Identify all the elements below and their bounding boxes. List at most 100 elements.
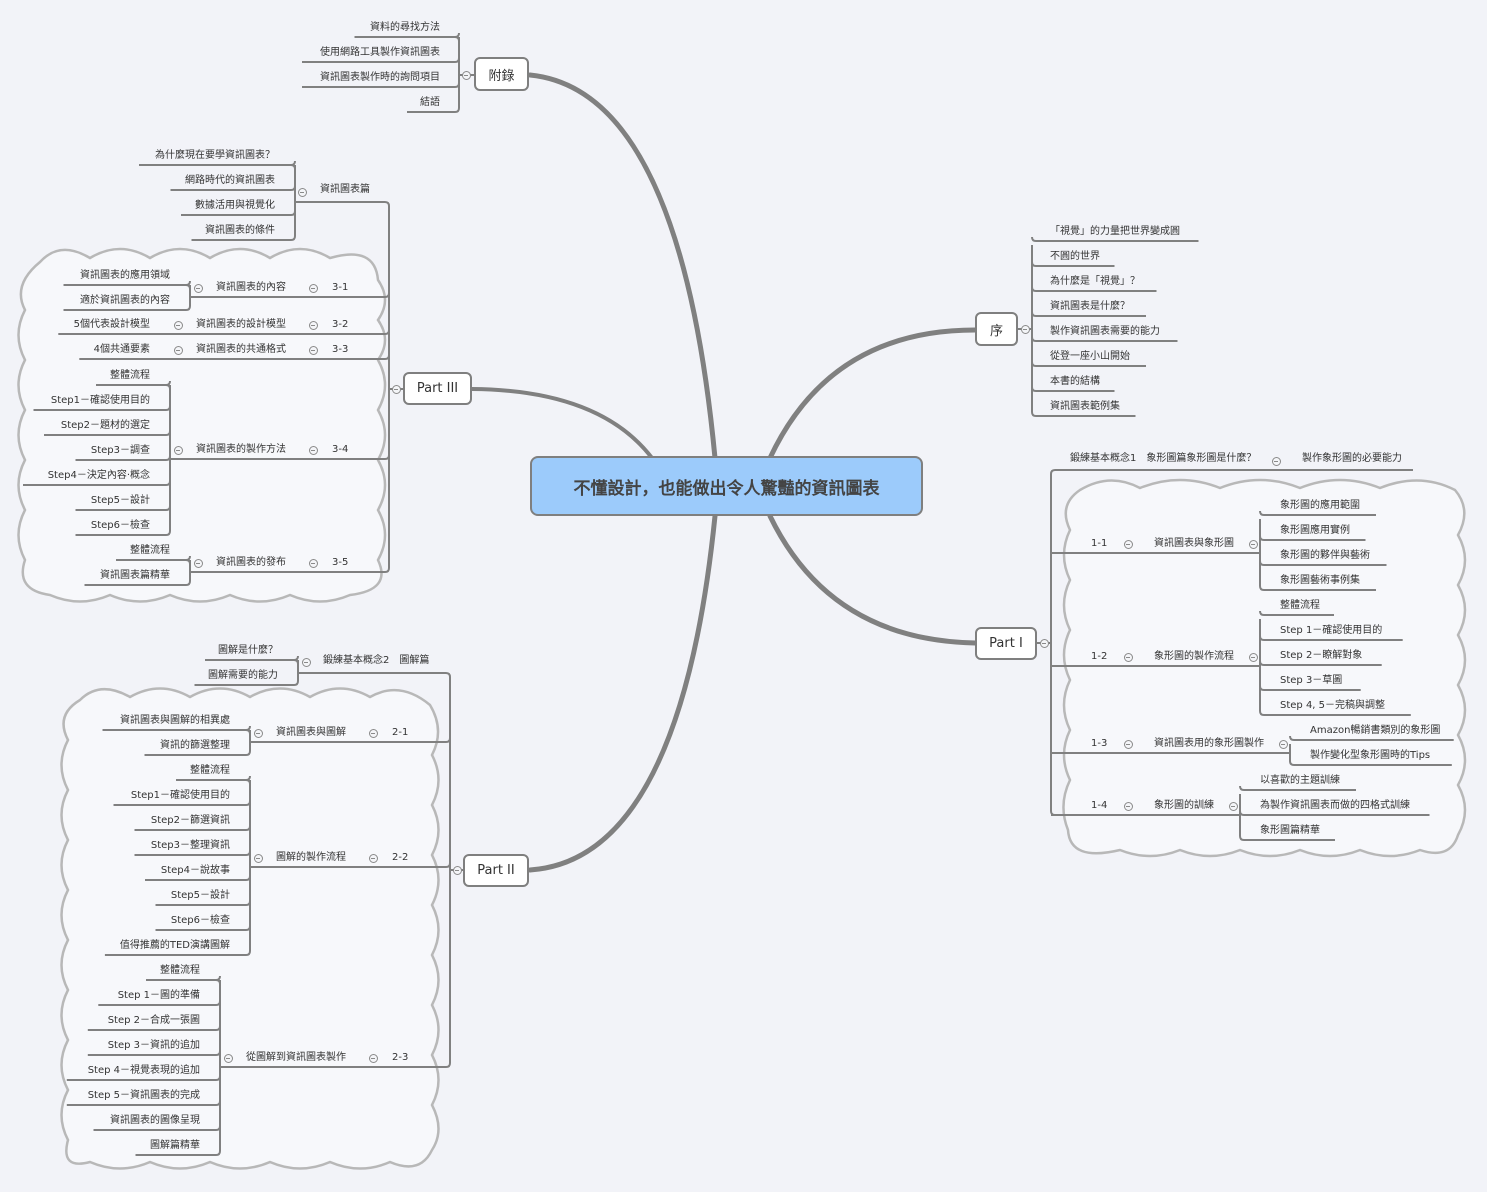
section-item[interactable]: 為製作資訊圖表而做的四格式訓練 [1260, 800, 1410, 811]
section-item[interactable]: Step2－題材的選定 [60, 420, 150, 431]
section-item[interactable]: 資訊圖表篇精華 [100, 570, 170, 581]
section-number[interactable]: 1-1 [1091, 538, 1108, 549]
preface-item[interactable]: 不圓的世界 [1050, 251, 1100, 262]
section-item[interactable]: Step5－設計 [170, 890, 230, 901]
section-item[interactable]: Step1－確認使用目的 [50, 395, 150, 406]
collapse-toggle-icon[interactable] [368, 853, 378, 863]
section-item[interactable]: 整體流程 [160, 965, 200, 976]
collapse-toggle-icon[interactable] [1278, 739, 1288, 749]
section-number[interactable]: 1-4 [1091, 800, 1108, 811]
section-item[interactable]: Step 5－資訊圖表的完成 [87, 1090, 200, 1101]
section-item[interactable]: Step4－說故事 [160, 865, 230, 876]
section-label[interactable]: 象形圖的製作流程 [1154, 651, 1234, 662]
section-item[interactable]: Amazon暢銷書類別的象形圖 [1310, 725, 1441, 736]
section-item[interactable]: 資訊的篩選整理 [160, 740, 230, 751]
section-item[interactable]: Step6－檢查 [170, 915, 230, 926]
section-number[interactable]: 2-1 [392, 727, 409, 738]
section-label[interactable]: 資訊圖表的內容 [216, 282, 286, 293]
collapse-toggle-icon[interactable] [1123, 739, 1133, 749]
preface-item[interactable]: 資訊圖表範例集 [1050, 401, 1120, 412]
topic-part3[interactable]: Part III [403, 372, 472, 405]
collapse-toggle-icon[interactable] [173, 445, 183, 455]
collapse-toggle-icon[interactable] [1020, 324, 1030, 334]
collapse-toggle-icon[interactable] [1123, 539, 1133, 549]
part1-intro-item[interactable]: 製作象形圖的必要能力 [1302, 453, 1402, 464]
part3-intro-item[interactable]: 為什麼現在要學資訊圖表？ [155, 150, 275, 161]
section-item[interactable]: Step6－檢查 [90, 520, 150, 531]
section-item[interactable]: Step3－整理資訊 [150, 840, 230, 851]
section-number[interactable]: 2-3 [392, 1052, 409, 1063]
preface-item[interactable]: 資訊圖表是什麼？ [1050, 301, 1130, 312]
section-item[interactable]: 象形圖藝術事例集 [1280, 575, 1360, 586]
section-item[interactable]: 圖解篇精華 [150, 1140, 200, 1151]
section-number[interactable]: 3-4 [332, 444, 349, 455]
collapse-toggle-icon[interactable] [173, 320, 183, 330]
part3-intro-item[interactable]: 網路時代的資訊圖表 [185, 175, 275, 186]
central-topic[interactable]: 不懂設計，也能做出令人驚豔的資訊圖表 [530, 456, 923, 516]
section-item[interactable]: Step 1－確認使用目的 [1280, 625, 1383, 636]
topic-part1[interactable]: Part I [975, 627, 1037, 660]
section-label[interactable]: 資訊圖表用的象形圖製作 [1154, 738, 1264, 749]
appendix-item[interactable]: 結語 [420, 97, 440, 108]
section-item[interactable]: 4個共通要素 [93, 344, 150, 355]
section-number[interactable]: 3-2 [332, 319, 349, 330]
appendix-item[interactable]: 資料的尋找方法 [370, 22, 440, 33]
collapse-toggle-icon[interactable] [308, 445, 318, 455]
section-item[interactable]: Step1－確認使用目的 [130, 790, 230, 801]
part3-intro-label[interactable]: 資訊圖表篇 [320, 184, 370, 195]
collapse-toggle-icon[interactable] [308, 558, 318, 568]
section-item[interactable]: 資訊圖表與圖解的相異處 [120, 715, 230, 726]
collapse-toggle-icon[interactable] [391, 384, 401, 394]
section-item[interactable]: Step 3－草圖 [1280, 675, 1343, 686]
section-item[interactable]: 整體流程 [130, 545, 170, 556]
section-item[interactable]: Step3－調查 [90, 445, 150, 456]
collapse-toggle-icon[interactable] [253, 728, 263, 738]
collapse-toggle-icon[interactable] [1123, 652, 1133, 662]
section-item[interactable]: 整體流程 [1280, 600, 1320, 611]
preface-item[interactable]: 本書的結構 [1050, 376, 1100, 387]
section-item[interactable]: Step 2－合成一張圖 [107, 1015, 200, 1026]
section-item[interactable]: Step 4－視覺表現的追加 [87, 1065, 200, 1076]
collapse-toggle-icon[interactable] [308, 320, 318, 330]
part3-intro-item[interactable]: 資訊圖表的條件 [205, 225, 275, 236]
collapse-toggle-icon[interactable] [1271, 456, 1281, 466]
collapse-toggle-icon[interactable] [193, 558, 203, 568]
section-label[interactable]: 象形圖的訓練 [1154, 800, 1214, 811]
section-item[interactable]: 5個代表設計模型 [73, 319, 150, 330]
collapse-toggle-icon[interactable] [223, 1053, 233, 1063]
section-item[interactable]: 適於資訊圖表的內容 [80, 295, 170, 306]
section-number[interactable]: 3-3 [332, 344, 349, 355]
part2-intro-item[interactable]: 圖解需要的能力 [208, 670, 278, 681]
section-item[interactable]: Step 1－圖的準備 [117, 990, 200, 1001]
section-item[interactable]: Step 2－瞭解對象 [1280, 650, 1363, 661]
collapse-toggle-icon[interactable] [368, 1053, 378, 1063]
collapse-toggle-icon[interactable] [1039, 638, 1049, 648]
section-item[interactable]: 整體流程 [190, 765, 230, 776]
section-item[interactable]: 資訊圖表的應用領域 [80, 270, 170, 281]
appendix-item[interactable]: 使用網路工具製作資訊圖表 [320, 47, 440, 58]
part2-intro-item[interactable]: 圖解是什麼？ [218, 645, 278, 656]
section-number[interactable]: 3-1 [332, 282, 349, 293]
collapse-toggle-icon[interactable] [308, 283, 318, 293]
section-label[interactable]: 資訊圖表的製作方法 [196, 444, 286, 455]
section-number[interactable]: 2-2 [392, 852, 409, 863]
section-item[interactable]: 整體流程 [110, 370, 150, 381]
section-item[interactable]: 象形圖應用實例 [1280, 525, 1350, 536]
section-label[interactable]: 資訊圖表的共通格式 [196, 344, 286, 355]
section-item[interactable]: 以喜歡的主題訓練 [1260, 775, 1340, 786]
preface-item[interactable]: 「視覺」的力量把世界變成圓 [1050, 226, 1180, 237]
section-item[interactable]: Step2－篩選資訊 [150, 815, 230, 826]
section-label[interactable]: 資訊圖表與圖解 [276, 727, 346, 738]
collapse-toggle-icon[interactable] [1248, 652, 1258, 662]
collapse-toggle-icon[interactable] [1228, 801, 1238, 811]
collapse-toggle-icon[interactable] [173, 345, 183, 355]
section-item[interactable]: 象形圖的應用範圍 [1280, 500, 1360, 511]
section-item[interactable]: 資訊圖表的圖像呈現 [110, 1115, 200, 1126]
section-item[interactable]: 象形圖篇精華 [1260, 825, 1320, 836]
collapse-toggle-icon[interactable] [301, 657, 311, 667]
section-label[interactable]: 資訊圖表的發布 [216, 557, 286, 568]
section-label[interactable]: 從圖解到資訊圖表製作 [246, 1052, 346, 1063]
section-item[interactable]: 象形圖的夥伴與藝術 [1280, 550, 1370, 561]
collapse-toggle-icon[interactable] [308, 345, 318, 355]
part3-intro-item[interactable]: 數據活用與視覺化 [195, 200, 275, 211]
